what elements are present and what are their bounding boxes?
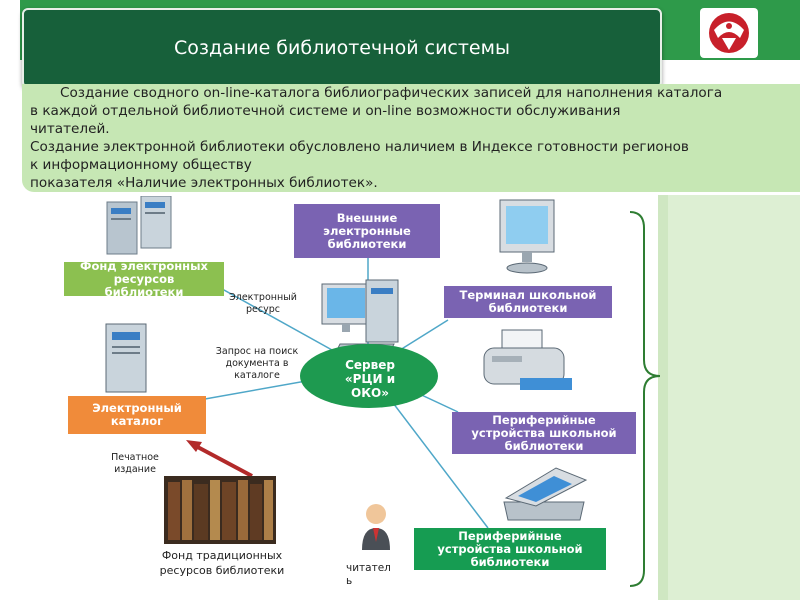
traditional-fund-label: Фонд традиционных ресурсов библиотеки [144,548,300,578]
terminal-monitor-icon [496,196,560,280]
external-line2: электронные [323,223,411,238]
e-fund-server-icon [103,195,183,264]
arrow-print-head [186,440,202,452]
intro-line-5: к информационному обществу [30,157,252,173]
peripheral-1-line3: библиотеки [504,438,584,453]
scanner-icon [496,462,592,530]
peripheral-2-line2: устройства школьной [437,541,583,556]
arrow-print-to-catalog [191,442,253,478]
peripheral-1-line2: устройства школьной [471,425,617,440]
e-fund-line2: ресурсов [113,271,175,286]
title-box: Создание библиотечной системы [22,8,662,88]
right-side-panel [658,195,800,600]
page-title: Создание библиотечной системы [174,37,510,59]
intro-line-1: Создание сводного on-line-каталога библи… [60,85,723,101]
server-node [300,344,438,408]
print-edition-label: Печатное издание [96,452,174,476]
external-line1: Внешние [336,210,398,225]
external-line3: библиотеки [327,236,407,251]
e-resource-label: Электронный ресурс [208,292,318,316]
reader-icon [358,500,394,554]
reader-line2: ь [346,575,353,587]
traditional-fund-line1: Фонд традиционных [161,549,283,562]
peripheral-2-line1: Периферийные [458,528,562,543]
terminal-box: Терминал школьной библиотеки [444,286,612,318]
catalog-server-icon [100,322,160,400]
e-fund-line3: библиотеки [104,284,184,299]
e-catalog-line2: каталог [110,414,164,428]
peripheral-1-line1: Периферийные [492,412,596,427]
central-computer-icon [318,278,428,366]
reader-label: читател ь [346,562,391,588]
intro-panel: Создание сводного on-line-каталога библи… [22,84,800,192]
search-request-line1: Запрос на поиск [215,346,299,357]
peripheral-1-box: Периферийные устройства школьной библиот… [452,412,636,454]
print-edition-line2: издание [114,464,156,475]
books-icon [164,476,276,548]
top-strip-left-margin [0,0,20,60]
terminal-line1: Терминал школьной [459,288,597,302]
server-line1: Сервер [345,358,395,372]
e-resource-line1: Электронный [229,292,297,303]
server-line2: «РЦИ и [344,372,396,386]
intro-line-4: Создание электронной библиотеки обусловл… [30,139,689,155]
traditional-fund-line2: ресурсов библиотеки [159,564,285,577]
emblem-icon [709,13,749,53]
server-label: Сервер «РЦИ и ОКО» [318,358,422,400]
right-panel-shade [658,195,668,600]
search-request-label: Запрос на поиск документа в каталоге [200,346,314,382]
server-line3: ОКО» [351,386,389,400]
e-resource-line2: ресурс [246,304,280,315]
emblem [700,8,758,58]
e-catalog-box: Электронный каталог [68,396,206,434]
search-request-line3: каталоге [234,370,280,381]
e-fund-line1: Фонд электронных [80,258,208,273]
search-request-line2: документа в [225,358,289,369]
e-catalog-line1: Электронный [92,401,182,415]
intro-line-3: читателей. [30,121,110,137]
reader-line1: читател [346,562,391,574]
external-libraries-box: Внешние электронные библиотеки [294,204,440,258]
e-fund-label-box: Фонд электронных ресурсов библиотеки [64,258,224,299]
printer-icon [480,328,580,402]
intro-line-6: показателя «Наличие электронных библиоте… [30,175,378,191]
intro-line-2: в каждой отдельной библиотечной системе … [30,103,621,119]
peripheral-2-box: Периферийные устройства школьной библиот… [414,528,606,570]
right-brace [629,211,661,587]
terminal-line2: библиотеки [488,301,568,315]
peripheral-2-line3: библиотеки [470,554,550,569]
print-edition-line1: Печатное [111,452,159,463]
